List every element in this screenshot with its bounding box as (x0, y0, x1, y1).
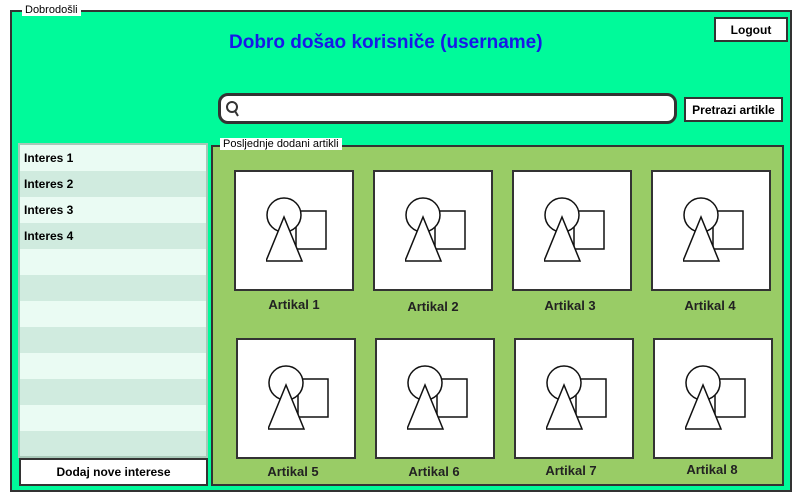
article-label[interactable]: Artikal 1 (268, 297, 320, 312)
article-image[interactable] (653, 338, 773, 459)
article-label[interactable]: Artikal 5 (267, 464, 319, 479)
image-placeholder-icon (685, 365, 746, 430)
recent-articles-title: Posljednje dodani artikli (220, 138, 342, 150)
logout-button[interactable]: Logout (714, 17, 788, 42)
interest-item[interactable] (20, 431, 206, 456)
article-card[interactable] (512, 170, 632, 291)
article-label[interactable]: Artikal 8 (686, 462, 738, 477)
image-placeholder-icon (405, 197, 466, 262)
interest-item[interactable] (20, 327, 206, 353)
article-image[interactable] (373, 170, 493, 291)
article-label[interactable]: Artikal 7 (545, 463, 597, 478)
article-card[interactable] (234, 170, 354, 291)
article-image[interactable] (512, 170, 632, 291)
image-placeholder-icon (407, 365, 468, 430)
interest-item[interactable] (20, 379, 206, 405)
article-image[interactable] (651, 170, 771, 291)
article-card[interactable] (514, 338, 634, 459)
image-placeholder-icon (544, 197, 605, 262)
window-title: Dobrodošli (22, 4, 81, 16)
image-placeholder-icon (268, 365, 329, 430)
welcome-heading: Dobro došao korisniče (username) (229, 32, 543, 53)
article-label[interactable]: Artikal 4 (684, 298, 736, 313)
article-image[interactable] (375, 338, 495, 459)
image-placeholder-icon (683, 197, 744, 262)
interest-item[interactable]: Interes 2 (20, 171, 206, 197)
interest-item[interactable]: Interes 3 (20, 197, 206, 223)
search-articles-button[interactable]: Pretrazi artikle (684, 97, 783, 122)
article-image[interactable] (514, 338, 634, 459)
interest-item[interactable]: Interes 1 (20, 145, 206, 171)
article-label[interactable]: Artikal 3 (544, 298, 596, 313)
interest-item[interactable] (20, 301, 206, 327)
article-card[interactable] (653, 338, 773, 459)
interest-item[interactable] (20, 405, 206, 431)
search-input[interactable] (245, 99, 669, 121)
search-field[interactable] (218, 93, 677, 124)
article-card[interactable] (236, 338, 356, 459)
interest-item[interactable] (20, 249, 206, 275)
article-label[interactable]: Artikal 6 (408, 464, 460, 479)
article-card[interactable] (375, 338, 495, 459)
search-icon (226, 101, 239, 117)
article-card[interactable] (373, 170, 493, 291)
interest-item[interactable] (20, 353, 206, 379)
interest-item[interactable] (20, 275, 206, 301)
interests-list: Interes 1 Interes 2 Interes 3 Interes 4 (18, 143, 208, 458)
interest-item[interactable]: Interes 4 (20, 223, 206, 249)
article-card[interactable] (651, 170, 771, 291)
add-interests-button[interactable]: Dodaj nove interese (19, 458, 208, 486)
article-image[interactable] (236, 338, 356, 459)
article-image[interactable] (234, 170, 354, 291)
image-placeholder-icon (266, 197, 327, 262)
article-label[interactable]: Artikal 2 (407, 299, 459, 314)
image-placeholder-icon (546, 365, 607, 430)
